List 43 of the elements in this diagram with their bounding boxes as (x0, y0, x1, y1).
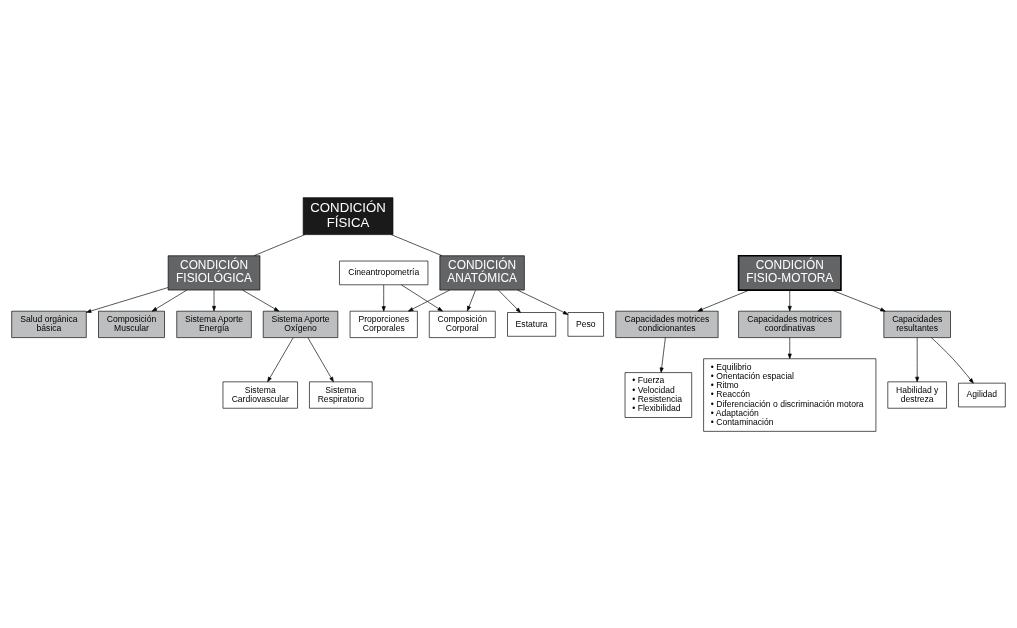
arrow (212, 289, 216, 311)
arrow (267, 336, 294, 382)
node-box: Capacidades resultantes (883, 310, 951, 338)
node-box: Cineantropometría (339, 260, 429, 285)
arrow (915, 336, 920, 382)
arrow (307, 336, 334, 382)
node-box: CONDICIÓN FISIO-MOTORA (737, 254, 842, 291)
node-box: Capacidades motrices coordinativas (738, 310, 842, 338)
node-box: Composición Muscular (98, 310, 165, 338)
arrow (517, 289, 569, 315)
node-box: Peso (567, 311, 604, 337)
arrow (151, 289, 188, 311)
arrow (401, 284, 443, 311)
arrow (498, 289, 521, 313)
arrow (467, 289, 476, 311)
connector (390, 233, 443, 256)
node-box: Composición Corporal (428, 310, 496, 338)
node-box: Agilidad (958, 382, 1006, 407)
node-box: Proporciones Corporales (349, 310, 418, 338)
arrow (86, 286, 169, 313)
node-box: Sistema Cardiovascular (222, 381, 298, 409)
node-box: Sistema Respiratorio (309, 381, 373, 409)
node-box: Salud orgánica básica (11, 310, 87, 338)
node-box: CONDICIÓN FISIOLÓGICA (167, 254, 261, 290)
node-box: CONDICIÓN FÍSICA (302, 196, 394, 235)
arrow (831, 289, 886, 311)
node-box: Capacidades motrices condicionantes (615, 310, 719, 338)
node-box: • Equilibrio • Orientación espacial • Ritmo • Reaccón • Diferenciación o discriminación motora • Adaptación • Contaminación (703, 357, 877, 432)
arrow (787, 336, 792, 359)
arrow (659, 336, 666, 373)
node-box: Habilidad y destreza (887, 381, 947, 409)
node-box: Sistema Aporte Oxígeno (262, 310, 339, 338)
arrow (408, 289, 450, 311)
node-box: Estatura (507, 311, 557, 337)
arrow (697, 289, 750, 311)
arrow (787, 289, 792, 311)
arrow (242, 289, 280, 311)
node-box: Sistema Aporte Energía (176, 310, 252, 338)
node-box: CONDICIÓN ANATÓMICA (439, 254, 525, 290)
connector (253, 233, 306, 256)
node-box: • Fuerza • Velocidad • Resistencia • Flexibilidad (624, 371, 693, 418)
arrow (930, 336, 974, 383)
arrow (381, 284, 386, 311)
